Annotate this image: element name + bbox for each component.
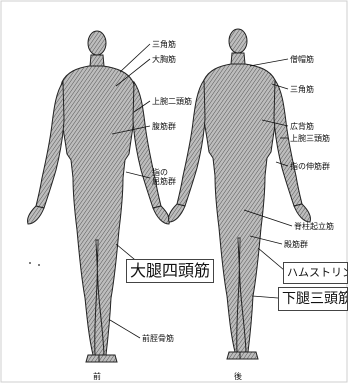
stray-mark <box>29 262 31 264</box>
label-front-deltoid: 三角筋 <box>152 40 176 49</box>
front-left-hand <box>153 206 170 224</box>
label-back-triceps: 上腕三頭筋 <box>290 134 330 143</box>
back-left-hand <box>294 204 311 222</box>
label-back-latissimus: 広背筋 <box>290 122 314 131</box>
back-right-hand <box>168 204 185 222</box>
stray-mark <box>38 264 40 266</box>
front-head <box>88 31 106 55</box>
label-front-biceps: 上腕二頭筋 <box>152 97 192 106</box>
back-head <box>229 29 247 53</box>
label-front-finger-flexors: 指の 屈筋群 <box>152 168 176 186</box>
label-triceps-surae: 下腿三頭筋 <box>278 287 348 311</box>
front-body-figure <box>27 31 169 362</box>
front-torso-legs <box>59 66 136 355</box>
label-back-trapezius: 僧帽筋 <box>290 55 314 64</box>
label-front-pectoralis: 大胸筋 <box>152 55 176 64</box>
front-neck <box>90 55 104 66</box>
label-back-deltoid: 三角筋 <box>290 85 314 94</box>
label-front-tibialis: 前脛骨筋 <box>142 334 174 343</box>
front-right-hand <box>27 206 44 224</box>
label-quadriceps: 大腿四頭筋 <box>126 259 214 283</box>
label-back-gluteals: 殿筋群 <box>284 240 308 249</box>
back-neck <box>231 53 245 64</box>
back-left-foot <box>240 352 258 359</box>
label-hamstrings: ハムストリング <box>283 262 348 284</box>
label-front-abdominals: 腹筋群 <box>152 122 176 131</box>
label-back-erector-spinae: 脊柱起立筋 <box>294 222 334 231</box>
label-back-view: 後 <box>234 372 242 381</box>
front-right-arm <box>36 82 64 208</box>
front-left-foot <box>99 355 117 362</box>
label-front-view: 前 <box>93 372 101 381</box>
back-torso-legs <box>201 64 278 352</box>
back-left-arm <box>274 80 302 206</box>
label-back-finger-extensors: 指の伸筋群 <box>290 162 330 171</box>
